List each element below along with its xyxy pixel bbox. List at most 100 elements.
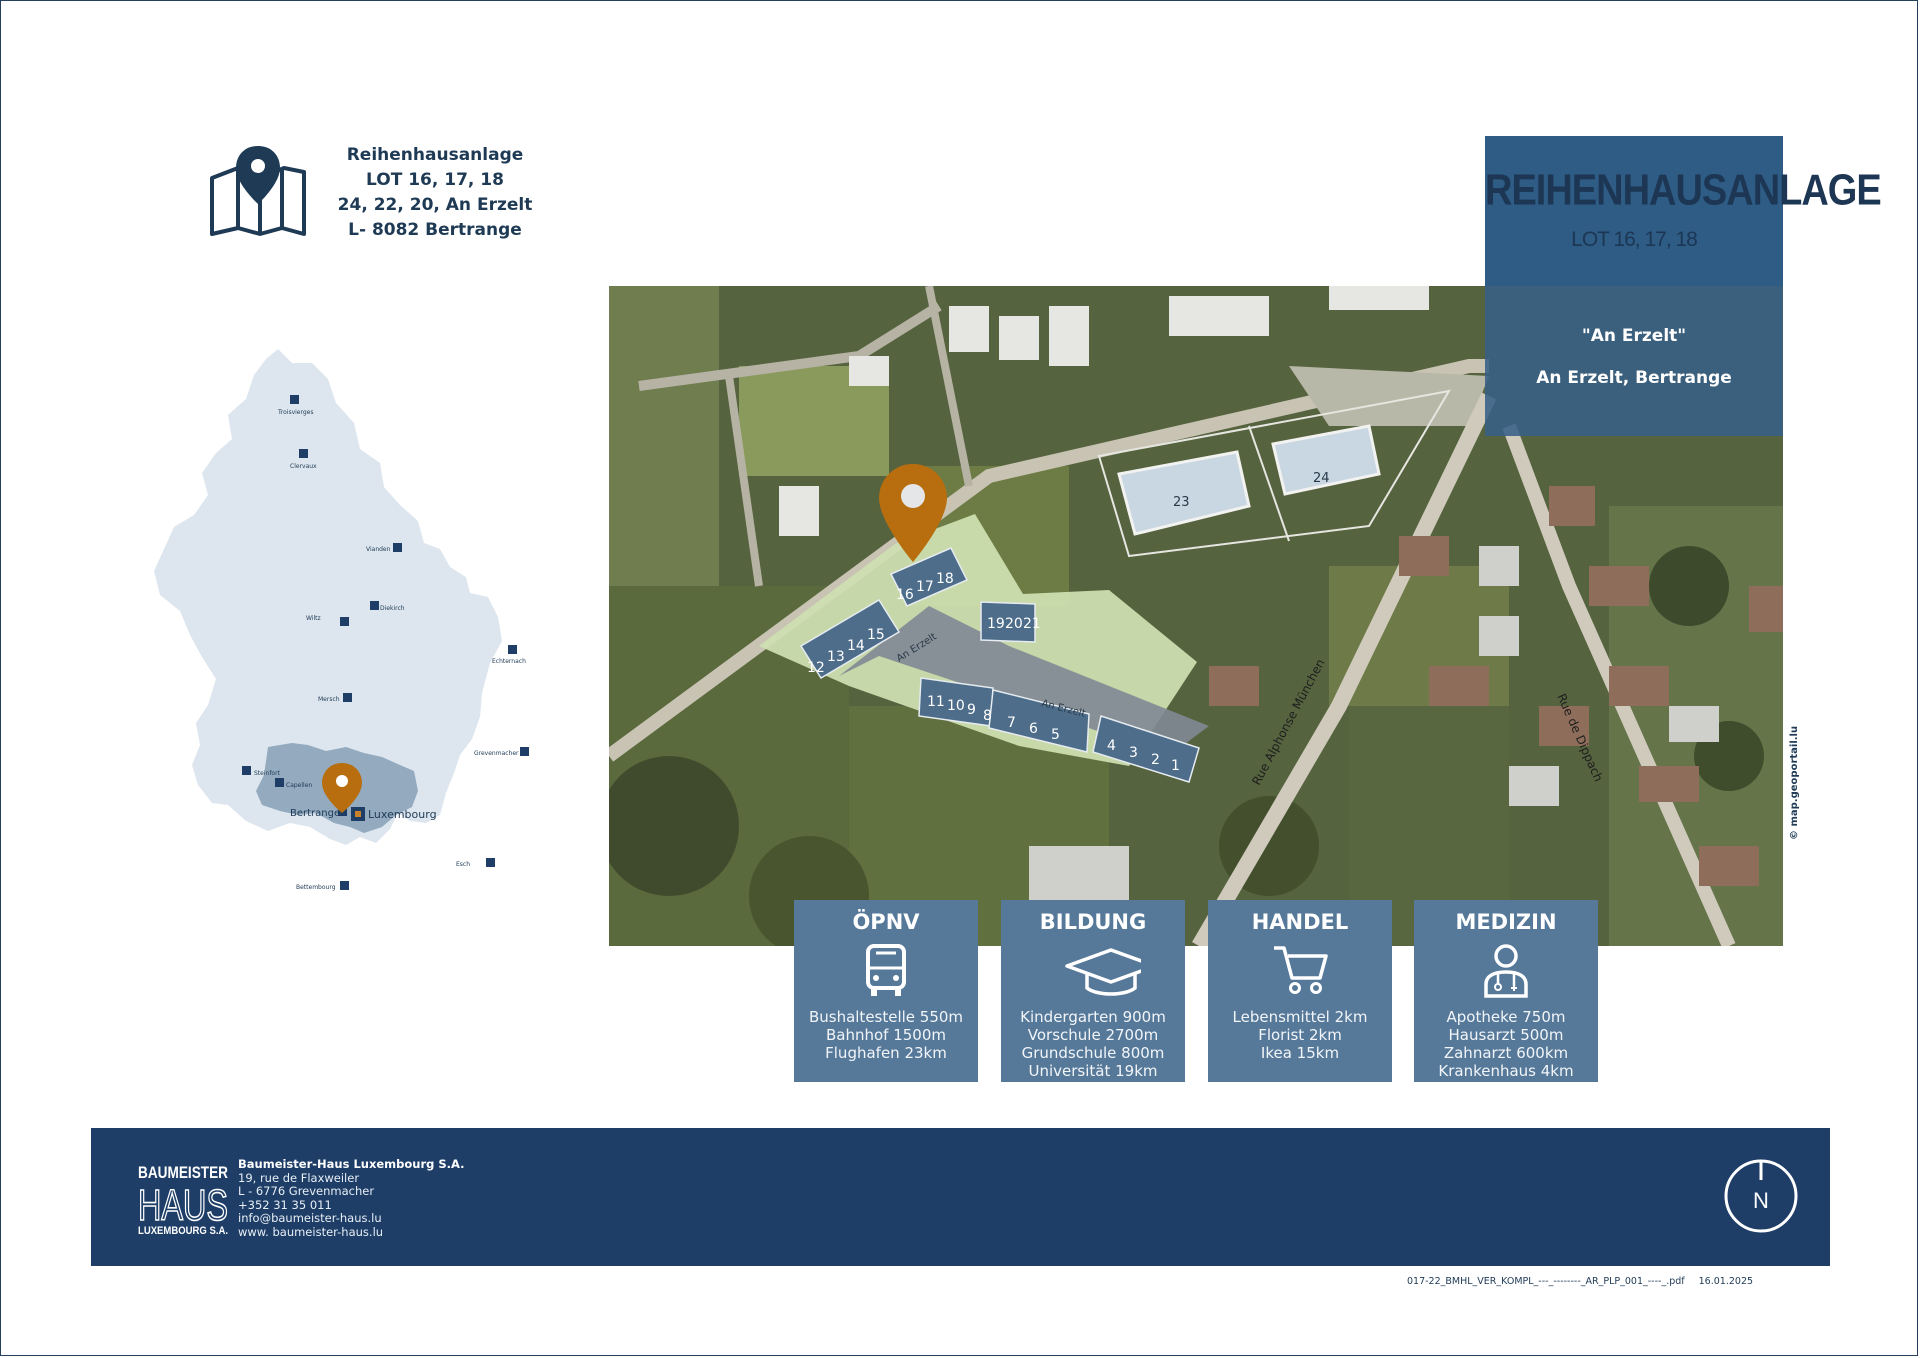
luxembourg-map: Troisvierges Clervaux Vianden Diekirch W… (154, 349, 529, 891)
lot-label: 23 (1173, 495, 1190, 510)
lot-label: 21 (1023, 616, 1041, 632)
info-line: Bushaltestelle 550m (808, 1008, 964, 1026)
compass-letter: N (1753, 1188, 1769, 1213)
shopping-cart-icon (1274, 946, 1328, 994)
town-label: Diekirch (380, 605, 405, 612)
company-name: Baumeister-Haus Luxembourg S.A. (238, 1157, 465, 1171)
town-label: Capellen (286, 782, 312, 789)
building-24 (1271, 424, 1381, 496)
info-line: Flughafen 23km (825, 1044, 947, 1062)
country-shape (154, 349, 502, 845)
info-line: Grundschule 800m (1021, 1044, 1165, 1062)
project-title-panel: REIHENHAUSANLAGE LOT 16, 17, 18 "An Erze… (1485, 136, 1882, 436)
lot-label: 1 (1171, 758, 1180, 774)
lot-label: 15 (867, 627, 885, 643)
project-name: "An Erzelt" (1581, 326, 1687, 346)
town-label: Mersch (318, 696, 340, 703)
footer-bar: BAUMEISTER HAUS LUXEMBOURG S.A. Baumeist… (91, 1128, 1830, 1266)
company-phone[interactable]: +352 31 35 011 (238, 1197, 332, 1212)
company-contact: Baumeister-Haus Luxembourg S.A. 19, rue … (238, 1157, 465, 1239)
map-location-icon (210, 146, 306, 236)
town-label: Steinfort (254, 770, 281, 777)
info-box-retail: HANDEL Lebensmittel 2km Florist 2km Ikea… (1208, 900, 1392, 1082)
lot-label: 9 (967, 702, 976, 718)
info-line: Bahnhof 1500m (825, 1026, 946, 1044)
location-pin-icon (322, 763, 362, 813)
info-line: Zahnarzt 600km (1443, 1044, 1569, 1062)
info-line: Ikea 15km (1260, 1044, 1340, 1062)
site-location-pin-icon (879, 464, 947, 562)
doctor-icon (1484, 944, 1528, 998)
lot-label: 7 (1007, 715, 1016, 731)
svg-text:BAUMEISTER: BAUMEISTER (138, 1163, 228, 1182)
lot-label: 20 (1005, 616, 1023, 632)
address-line: LOT 16, 17, 18 (366, 170, 504, 190)
lot-label: 4 (1107, 738, 1116, 754)
document-reference: 017-22_BMHL_VER_KOMPL_---_--------_AR_PL… (1407, 1276, 1753, 1287)
address-line: Reihenhausanlage (346, 145, 524, 165)
lot-label: 11 (927, 694, 945, 710)
document-filename: 017-22_BMHL_VER_KOMPL_---_--------_AR_PL… (1407, 1276, 1685, 1287)
aerial-site-plan: 16 17 18 12 13 14 15 19 20 21 11 10 9 8 … (609, 286, 1783, 946)
lot-label: 3 (1129, 745, 1138, 761)
lot-label: 24 (1313, 471, 1330, 486)
company-city: L - 6776 Grevenmacher (238, 1184, 375, 1198)
lot-label: 6 (1029, 721, 1038, 737)
bus-icon (866, 944, 906, 996)
town-label: Echternach (492, 658, 526, 665)
town-label: Bettembourg (296, 884, 336, 891)
company-logo: BAUMEISTER HAUS LUXEMBOURG S.A. (137, 1160, 229, 1236)
building-23 (1117, 450, 1251, 536)
info-line: Krankenhaus 4km (1438, 1062, 1574, 1080)
address-line: 24, 22, 20, An Erzelt (337, 195, 533, 215)
info-heading: ÖPNV (852, 910, 920, 934)
map-credit: © map.geoportail.lu (1789, 725, 1800, 840)
lot-label: 13 (827, 649, 845, 665)
info-box-education: BILDUNG Kindergarten 900m Vorschule 2700… (1001, 900, 1185, 1082)
lot-label: 8 (983, 708, 992, 724)
project-title: REIHENHAUSANLAGE (1485, 166, 1882, 216)
info-line: Apotheke 750m (1446, 1008, 1566, 1026)
project-lots: LOT 16, 17, 18 (1571, 228, 1698, 251)
lot-label: 10 (947, 698, 965, 714)
town-label: Esch (456, 861, 470, 868)
info-heading: MEDIZIN (1455, 910, 1557, 934)
town-label-luxembourg: Luxembourg (368, 808, 437, 821)
info-line: Lebensmittel 2km (1232, 1008, 1368, 1026)
info-line: Vorschule 2700m (1027, 1026, 1159, 1044)
lot-label: 5 (1051, 727, 1060, 743)
lot-label: 14 (847, 638, 865, 654)
info-heading: BILDUNG (1039, 910, 1147, 934)
project-location: An Erzelt, Bertrange (1536, 368, 1732, 388)
lot-label: 16 (896, 587, 914, 603)
address-line: L- 8082 Bertrange (348, 220, 522, 240)
town-label-bertrange: Bertrange (290, 808, 340, 819)
graduation-cap-icon (1065, 948, 1141, 996)
info-box-transport: ÖPNV Bushaltestelle 550m Bahnhof 1500m F… (794, 900, 978, 1082)
lot-label: 2 (1151, 752, 1160, 768)
town-label: Troisvierges (277, 409, 313, 416)
town-label: Clervaux (290, 463, 317, 470)
town-label: Grevenmacher (474, 750, 519, 757)
info-line: Kindergarten 900m (1020, 1008, 1166, 1026)
lot-label: 12 (807, 660, 825, 676)
company-street: 19, rue de Flaxweiler (238, 1170, 360, 1185)
town-label: Wiltz (306, 615, 321, 622)
lot-label: 19 (987, 616, 1005, 632)
document-date: 16.01.2025 (1698, 1276, 1754, 1287)
title-panel-header (1485, 136, 1783, 286)
lot-label: 17 (916, 579, 934, 595)
info-line: Florist 2km (1258, 1026, 1342, 1044)
info-line: Universität 19km (1028, 1062, 1158, 1080)
info-line: Hausarzt 500m (1448, 1026, 1564, 1044)
address-block: Reihenhausanlage LOT 16, 17, 18 24, 22, … (330, 143, 540, 243)
svg-text:LUXEMBOURG S.A.: LUXEMBOURG S.A. (138, 1225, 228, 1236)
info-box-medical: MEDIZIN Apotheke 750m Hausarzt 500m Zahn… (1414, 900, 1598, 1082)
north-arrow-icon: N (1724, 1159, 1798, 1233)
company-website[interactable]: www. baumeister-haus.lu (238, 1224, 384, 1239)
company-email[interactable]: info@baumeister-haus.lu (238, 1211, 382, 1225)
info-heading: HANDEL (1251, 910, 1349, 934)
town-label: Vianden (366, 546, 391, 553)
lot-label: 18 (936, 571, 954, 587)
